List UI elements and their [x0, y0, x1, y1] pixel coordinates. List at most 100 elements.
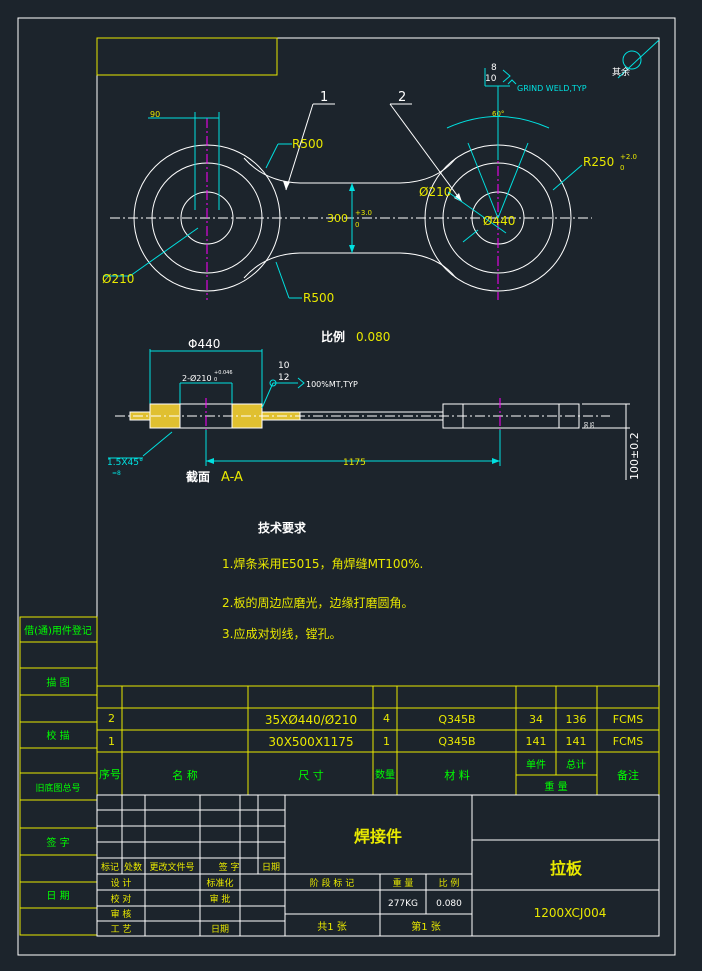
balloon-2: 2 — [398, 90, 406, 105]
stage-label: 阶 段 标 记 — [310, 877, 355, 889]
bom-row-0-no: 2 — [108, 712, 115, 725]
section-view: Φ440 2-Ø210 +0.046 0 30 35 10 12 100%MT,… — [107, 337, 641, 485]
bom-header-qty: 数量 — [375, 768, 395, 781]
d440: Ø440 — [483, 214, 515, 228]
bom-row-1-note: FCMS — [613, 735, 643, 748]
dim-100: 100±0.2 — [628, 432, 641, 480]
weight-value: 277KG — [388, 899, 418, 909]
side-label-0: 借(通)用件登记 — [24, 624, 92, 637]
side-label-1: 描 图 — [46, 676, 69, 689]
bom-header-unit: 单件 — [526, 759, 546, 771]
section-value: A-A — [221, 470, 243, 485]
hole-callout: 2-Ø210 — [182, 373, 212, 383]
scale-label-tb: 比 例 — [439, 877, 460, 889]
r250: R250 — [583, 155, 614, 169]
bom-header-name: 名 称 — [172, 768, 198, 782]
side-registration: 借(通)用件登记 描 图 校 描 旧底图总号 签 字 日 期 — [19, 616, 98, 936]
rev-header-4: 日期 — [262, 862, 280, 873]
rev-header-2: 更改文件号 — [149, 861, 194, 873]
bom-header-material: 材 料 — [444, 768, 470, 782]
section-label: 截面 — [186, 469, 210, 484]
bom-row-1-material: Q345B — [438, 735, 475, 748]
d210-left: Ø210 — [102, 272, 134, 286]
bom-header-no: 序号 — [99, 767, 121, 781]
role-2: 审 核 — [111, 908, 132, 920]
r500-bottom: R500 — [303, 291, 334, 305]
drawing-no: 1200XCJ004 — [534, 906, 607, 920]
chamfer: 1.5X45° — [107, 458, 143, 468]
outer-frame — [17, 17, 676, 956]
part-type: 焊接件 — [354, 827, 402, 846]
dim-300-tol-low: 0 — [355, 221, 359, 229]
notes-title: 技术要求 — [258, 520, 307, 535]
d210-right: Ø210 — [419, 185, 451, 199]
bom-header-weight: 重 量 — [544, 780, 567, 793]
weight-label: 重 量 — [393, 877, 414, 889]
note-3: 3.应成对划线，镗孔。 — [222, 626, 341, 641]
bom-row-0-material: Q345B — [438, 713, 475, 726]
side-label-5: 日 期 — [46, 890, 69, 902]
scale-label: 比例 — [321, 329, 345, 344]
dim-300-tol: +3.0 — [355, 209, 372, 217]
weld-note: GRIND WELD,TYP — [517, 84, 587, 93]
side-label-3: 旧底图总号 — [35, 782, 80, 794]
title-block: 标记 处数 更改文件号 签 字 日期 设 计 校 对 审 核 工 艺 标准化 审… — [96, 794, 660, 937]
note-2: 2.板的周边应磨光，边缘打磨圆角。 — [222, 595, 413, 610]
rev-header-0: 标记 — [101, 861, 119, 873]
bom-header-total: 总计 — [566, 758, 586, 771]
inner-frame — [96, 37, 660, 937]
role2-0: 标准化 — [206, 877, 233, 889]
sheet-no: 第1 张 — [411, 920, 441, 933]
bom-row-1-total: 141 — [566, 735, 587, 748]
right-boss-section — [442, 403, 580, 429]
bom-row-0-qty: 4 — [383, 712, 390, 725]
role-1: 校 对 — [111, 893, 132, 905]
bom-header-size: 尺 寸 — [298, 768, 324, 782]
bom-row-0-total: 136 — [566, 713, 587, 726]
link-top-edge — [243, 157, 457, 184]
small-dim-30: 30 — [584, 422, 590, 428]
r250-tol-low: 0 — [620, 164, 624, 172]
bom-row-0-note: FCMS — [613, 713, 643, 726]
bom-row-0-size: 35XØ440/Ø210 — [265, 713, 357, 727]
role2-1: 审 批 — [210, 893, 231, 905]
balloon-1: 1 — [320, 90, 328, 105]
note-1: 1.焊条采用E5015，角焊缝MT100%. — [222, 556, 423, 571]
phi440: Φ440 — [188, 337, 220, 351]
rev-header-1: 处数 — [124, 861, 142, 873]
part-name: 拉板 — [550, 859, 583, 878]
weld-10: 10 — [485, 74, 497, 84]
weld2-note: 100%MT,TYP — [306, 380, 358, 389]
weld2-12: 12 — [278, 373, 289, 383]
bom-table: 2 35XØ440/Ø210 4 Q345B 34 136 FCMS 1 30X… — [96, 685, 660, 796]
bom-row-1-qty: 1 — [383, 735, 390, 748]
role-0: 设 计 — [111, 877, 132, 889]
rev-header-3: 签 字 — [219, 861, 240, 873]
role-3: 工 艺 — [111, 924, 132, 935]
bom-row-0-unit: 34 — [529, 713, 543, 726]
side-label-2: 校 描 — [46, 729, 69, 742]
bom-header-note: 备注 — [617, 768, 639, 782]
bom-row-1-size: 30X500X1175 — [268, 735, 353, 749]
chamfer-sub: =8 — [112, 470, 121, 477]
role2-2: 日期 — [211, 924, 229, 935]
dim-90: 90 — [150, 110, 160, 119]
small-dim-35: 35 — [590, 422, 596, 428]
technical-notes: 技术要求 1.焊条采用E5015，角焊缝MT100%. 2.板的周边应磨光，边缘… — [222, 520, 423, 641]
scale-value-tb: 0.080 — [436, 899, 462, 909]
weld-8: 8 — [491, 63, 497, 73]
scale-value: 0.080 — [356, 330, 390, 344]
bom-row-1-unit: 141 — [526, 735, 547, 748]
bom-row-1-no: 1 — [108, 735, 115, 748]
sheets-total: 共1 张 — [317, 921, 347, 933]
r250-tol: +2.0 — [620, 153, 637, 161]
link-bottom-edge — [243, 252, 457, 279]
main-view: 90 1 2 R500 R500 Ø210 300 +3.0 0 Ø210 Ø4… — [102, 39, 660, 305]
dim-1175: 1175 — [343, 458, 366, 468]
side-label-4: 签 字 — [46, 836, 69, 849]
top-left-box — [96, 37, 278, 76]
weld2-10: 10 — [278, 361, 290, 371]
hole-tol-low: 0 — [214, 377, 217, 383]
